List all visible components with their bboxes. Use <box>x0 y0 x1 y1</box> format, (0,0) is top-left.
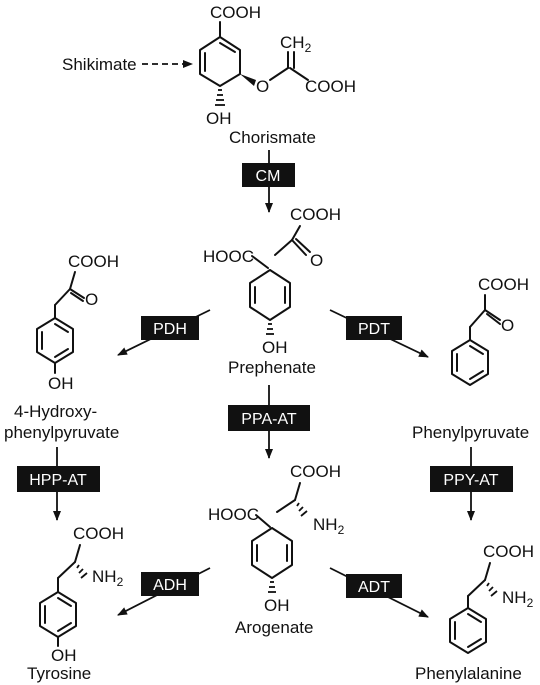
phenylalanine-label: Phenylalanine <box>415 664 522 683</box>
shikimate-label: Shikimate <box>62 55 137 74</box>
pdt-enzyme-box <box>346 316 402 340</box>
tyrosine-label: Tyrosine <box>27 664 91 683</box>
arogenate-cooh: COOH <box>290 462 341 481</box>
chorismate-side-cooh: COOH <box>305 77 356 96</box>
arogenate-structure: COOH NH2 HOOC OH <box>208 462 345 615</box>
hydroxyphenylpyruvate-structure: COOH O OH <box>36 252 119 393</box>
arogenate-oh: OH <box>264 596 290 615</box>
hpp-at-enzyme-label: HPP-AT <box>29 472 87 489</box>
adh-enzyme-box <box>141 572 199 596</box>
prephenate-hooc: HOOC <box>203 247 254 266</box>
cm-enzyme-label: CM <box>256 168 281 185</box>
chorismate-ether-o: O <box>256 77 269 96</box>
phenylalanine-structure: COOH NH2 <box>449 542 534 654</box>
prephenate-oh-hashed-bond <box>266 323 274 335</box>
chorismate-cooh: COOH <box>210 3 261 22</box>
ppa-at-enzyme-label: PPA-AT <box>241 411 297 428</box>
phenylalanine-nh2-hashed-bond <box>486 582 498 597</box>
arogenate-nh2: NH2 <box>313 515 345 537</box>
chorismate-wedge-bond <box>240 74 256 86</box>
phenylalanine-cooh: COOH <box>483 542 534 561</box>
adt-enzyme-box <box>346 574 402 598</box>
tyrosine-cooh: COOH <box>73 524 124 543</box>
adh-enzyme-label: ADH <box>153 577 187 594</box>
chorismate-oh-hashed-bond <box>215 89 225 106</box>
chorismate-oh: OH <box>206 109 232 128</box>
pdh-enzyme-label: PDH <box>153 321 187 338</box>
tyrosine-structure: COOH NH2 OH <box>39 524 124 665</box>
prephenate-oh: OH <box>262 338 288 357</box>
cm-enzyme-box <box>242 163 295 187</box>
phenylalanine-nh2: NH2 <box>502 588 534 610</box>
ppy-at-enzyme-box <box>430 466 513 492</box>
phenylpyruvate-structure: COOH O <box>451 275 529 386</box>
prephenate-cooh: COOH <box>290 205 341 224</box>
arogenate-hooc: HOOC <box>208 505 259 524</box>
pdt-enzyme-label: PDT <box>358 321 390 338</box>
arogenate-oh-hashed-bond <box>268 581 276 593</box>
tyrosine-oh: OH <box>51 646 77 665</box>
chorismate-label: Chorismate <box>229 128 316 147</box>
hpp-at-enzyme-box <box>17 466 100 492</box>
ppa-at-enzyme-box <box>228 405 310 431</box>
hpp-oh: OH <box>48 374 74 393</box>
prephenate-structure: COOH O HOOC OH <box>203 205 341 357</box>
hpp-cooh: COOH <box>68 252 119 271</box>
ppy-cooh: COOH <box>478 275 529 294</box>
arogenate-nh2-hashed-bond <box>296 502 308 517</box>
prephenate-label: Prephenate <box>228 358 316 377</box>
hpp-label-line2: phenylpyruvate <box>4 423 119 442</box>
chorismate-ch2: CH2 <box>280 33 312 55</box>
pdh-enzyme-box <box>141 316 199 340</box>
hpp-keto-o: O <box>85 290 98 309</box>
tyrosine-nh2: NH2 <box>92 567 124 589</box>
arogenate-label: Arogenate <box>235 618 313 637</box>
ppy-keto-o: O <box>501 316 514 335</box>
hpp-label-line1: 4-Hydroxy- <box>14 402 97 421</box>
adt-enzyme-label: ADT <box>358 579 390 596</box>
phenylpyruvate-label: Phenylpyruvate <box>412 423 529 442</box>
ppy-at-enzyme-label: PPY-AT <box>443 472 498 489</box>
prephenate-keto-o: O <box>310 251 323 270</box>
chorismate-structure: COOH OH O CH2 COOH <box>199 3 356 128</box>
tyrosine-nh2-hashed-bond <box>76 564 88 579</box>
